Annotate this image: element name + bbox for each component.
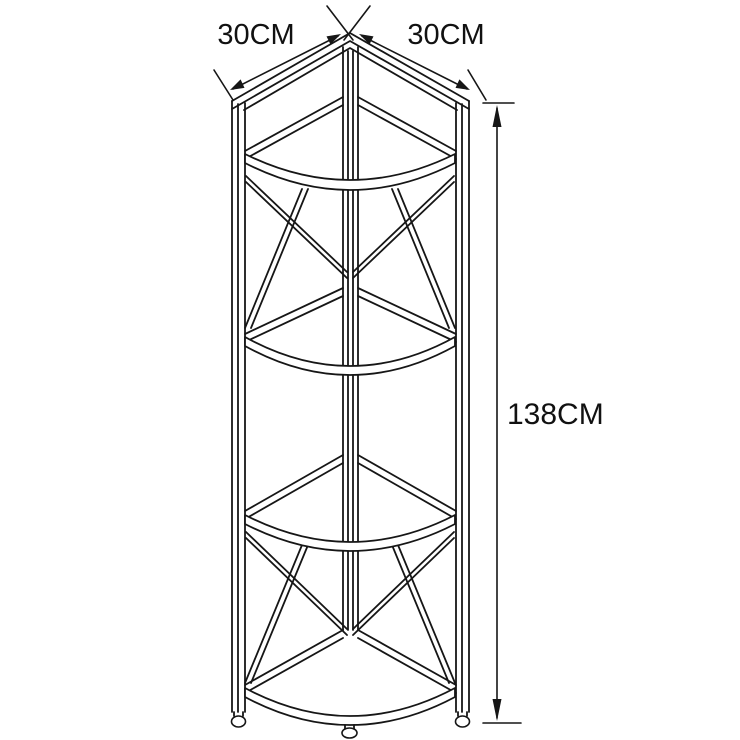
shelf-1 [244,96,457,191]
shelf-4 [244,629,457,726]
shelf-2 [244,287,457,376]
shelf-back-edge-left [244,629,344,686]
left-foot [230,711,247,728]
dimension-height: 138CM [482,102,604,724]
dimension-width-left: 30CM [213,5,354,101]
cross-brace-upper-right [352,175,456,329]
center-foot [341,724,358,739]
apex-extension-line [343,5,371,41]
shelf-3 [244,454,457,552]
dimension-line [232,35,339,90]
center-corner-post [342,46,359,631]
extension-tick [467,69,487,101]
shelf-back-edge-right [357,287,457,335]
arrowhead-icon [492,699,502,721]
cross-brace-lower-left [244,531,348,684]
shelf-back-edge-left [244,96,344,152]
shelf-back-edge-right [357,96,457,152]
shelf-back-edge-right [357,454,457,512]
dimension-width-right: 30CM [343,5,487,101]
cross-brace-lower-right [352,531,456,684]
extension-tick [213,69,234,101]
shelf-back-edge-right [357,629,457,686]
arrowhead-icon [230,79,245,90]
arrowhead-icon [359,34,374,45]
shelf-front-band [244,514,456,552]
arrowhead-icon [455,79,470,90]
right-foot [454,711,471,728]
arrowhead-icon [326,34,341,45]
shelf-back-edge-left [244,287,344,335]
shelf-front-band [244,687,456,726]
right-post [455,100,470,713]
dimension-line [361,35,468,90]
dimension-label-height: 138CM [507,398,604,431]
shelf-back-edge-left [244,454,344,512]
cross-brace-upper-left [244,175,348,329]
left-post [231,100,246,713]
dimension-label-width-left: 30CM [217,19,294,51]
arrowhead-icon [492,105,502,127]
shelf-front-band [244,336,456,376]
dimension-label-width-right: 30CM [407,19,484,51]
shelf-front-band [244,153,456,191]
